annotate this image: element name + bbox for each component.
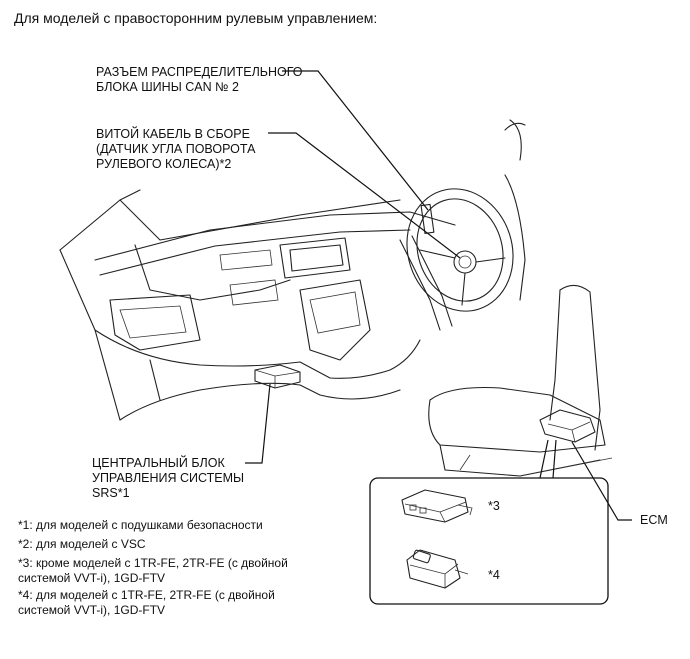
srs-unit-label: ЦЕНТРАЛЬНЫЙ БЛОК УПРАВЛЕНИЯ СИСТЕМЫ SRS*… [92,456,245,500]
dashboard-top [94,211,456,261]
steering-wheel [406,188,514,312]
can-connector [420,203,435,234]
ecm-label: ECM [640,513,668,527]
variant-3-label: *3 [488,499,500,513]
ecm-variants-box [369,477,609,605]
center-console [279,237,351,279]
leader-spiral [268,132,461,259]
footnote-3: *3: кроме моделей с 1TR-FE, 2TR-FE (с дв… [18,556,288,585]
leader-srs [245,383,271,464]
leader-can [282,70,429,211]
variant-4-label: *4 [488,568,500,582]
footnote-1: *1: для моделей с подушками безопасности [18,518,263,532]
can-connector-label: РАЗЪЕМ РАСПРЕДЕЛИТЕЛЬНОГО БЛОКА ШИНЫ CAN… [96,65,303,94]
a-pillar [59,199,401,251]
glovebox [109,294,201,351]
srs-unit [254,364,301,389]
steering-column [399,239,441,331]
footnote-4: *4: для моделей с 1TR-FE, 2TR-FE (с двой… [18,588,275,617]
ecm-variant-3 [401,489,473,523]
spiral-cable-label: ВИТОЙ КАБЕЛЬ В СБОРЕ (ДАТЧИК УГЛА ПОВОРО… [96,127,256,171]
footnote-2: *2: для моделей с VSC [18,537,146,551]
ecm-unit [539,409,596,443]
ecm-variant-4 [406,549,469,589]
leader-ecm [571,441,632,521]
page-title: Для моделей с правосторонним рулевым упр… [14,10,378,26]
seat [559,284,601,451]
